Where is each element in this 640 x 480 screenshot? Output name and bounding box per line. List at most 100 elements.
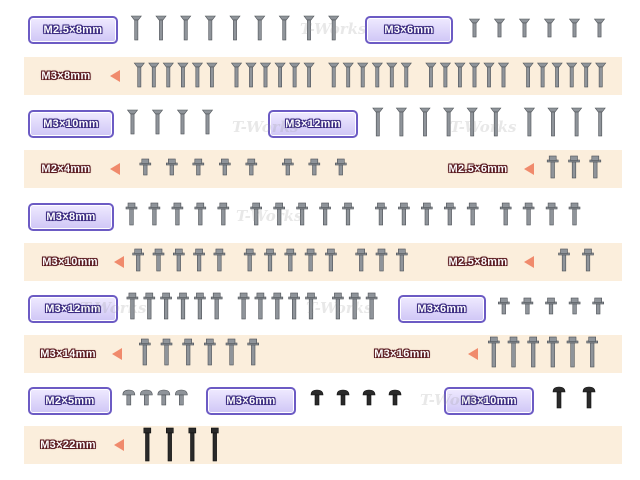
screw-group [492, 289, 610, 327]
arrow-left-icon [110, 163, 120, 175]
screw-icon [194, 292, 206, 320]
screw-icon [310, 389, 324, 406]
screw-icon [188, 427, 197, 462]
screw-icon [162, 62, 174, 88]
screw-icon [537, 62, 549, 88]
screw-icon [157, 389, 171, 406]
screw-icons [468, 18, 606, 38]
screw-icon [325, 248, 337, 272]
screw-icons [126, 292, 378, 320]
screw-icon [395, 248, 408, 272]
arrow-left-icon [110, 70, 120, 82]
screw-icon [498, 297, 510, 315]
size-label-m3x14: M3×14mm [40, 348, 96, 360]
screw-icon [468, 62, 481, 88]
screw-icon [229, 15, 241, 41]
screw-icon [177, 62, 189, 88]
screw-group [120, 197, 586, 235]
screw-group [124, 289, 380, 327]
screw-icon [165, 427, 174, 462]
screw-icon [174, 389, 188, 406]
screw-icon [259, 62, 272, 88]
screw-icon [582, 248, 594, 272]
size-label-m3x8: M3×8mm [41, 70, 91, 82]
screw-icon [543, 18, 556, 38]
screw-icon [271, 292, 284, 320]
screw-icon [152, 248, 165, 272]
screw-icon [177, 292, 189, 320]
screw-icon [180, 15, 192, 41]
screw-icon [165, 158, 178, 176]
screw-icon [568, 18, 581, 38]
size-label-m3x6: M3×6mm [206, 387, 296, 415]
screw-icon [143, 427, 152, 462]
size-label-m3x22: M3×22mm [40, 439, 96, 451]
screw-icons [122, 389, 188, 406]
screw-group [544, 381, 604, 419]
screw-icon [342, 202, 354, 226]
row-9: M2×5mm M3×6mm M3×10mm [24, 381, 622, 419]
screw-icon [335, 158, 347, 176]
screw-icons [133, 62, 607, 88]
screw-icon [305, 292, 317, 320]
screw-icon [483, 62, 495, 88]
screw-group [542, 150, 606, 188]
screw-icon [419, 107, 431, 137]
screw-group [484, 335, 602, 373]
screw-icon [171, 202, 184, 226]
screw-icon [398, 202, 410, 226]
screw-icon [547, 336, 559, 368]
screw-icon [595, 62, 607, 88]
screw-icon [288, 292, 300, 320]
screw-icon [304, 248, 317, 272]
screw-icon [139, 389, 153, 406]
size-label-m2.5x8: M2.5×8mm [28, 16, 118, 44]
screw-icon [172, 248, 185, 272]
screw-icon [342, 62, 354, 88]
screw-icon [386, 62, 398, 88]
screw-icon [282, 158, 294, 176]
screw-icon [372, 107, 384, 137]
screw-icon [336, 389, 350, 406]
screw-icon [547, 107, 559, 137]
screw-icon [400, 62, 412, 88]
screw-icon [566, 62, 578, 88]
screw-icon [499, 202, 512, 226]
screw-icon [497, 62, 510, 88]
screw-icon [545, 202, 558, 226]
screw-icon [243, 248, 256, 272]
screw-icons [310, 389, 402, 406]
screw-icon [247, 338, 259, 366]
row-8: M3×14mm M3×16mm [24, 335, 622, 373]
screw-icon [357, 62, 369, 88]
screw-icon [160, 292, 172, 320]
screw-icons [372, 107, 606, 137]
screw-icon [466, 107, 478, 137]
size-label-m3x6: M3×6mm [398, 295, 486, 323]
screw-icon [122, 389, 136, 406]
screw-icon [126, 292, 139, 320]
screw-icon [264, 248, 276, 272]
screw-icon [527, 336, 540, 368]
screw-icon [388, 389, 402, 406]
screw-group [552, 243, 600, 281]
screw-icon [143, 292, 156, 320]
screw-icon [225, 338, 238, 366]
screw-icon [493, 18, 506, 38]
screw-icon [245, 62, 257, 88]
screw-icon [308, 158, 321, 176]
screw-icon [194, 202, 207, 226]
arrow-left-icon [524, 256, 534, 268]
screw-icon [348, 292, 361, 320]
screw-icon [454, 62, 466, 88]
screw-icon [468, 18, 481, 38]
row-2: M3×8mm [24, 57, 622, 95]
screw-icon [566, 336, 579, 368]
screw-icon [274, 62, 286, 88]
screw-icon [518, 18, 531, 38]
screw-icons [558, 248, 594, 272]
screw-icon [201, 109, 214, 135]
screw-icon [193, 248, 205, 272]
size-label-m3x12: M3×12mm [28, 295, 118, 323]
screw-icon [254, 15, 266, 41]
